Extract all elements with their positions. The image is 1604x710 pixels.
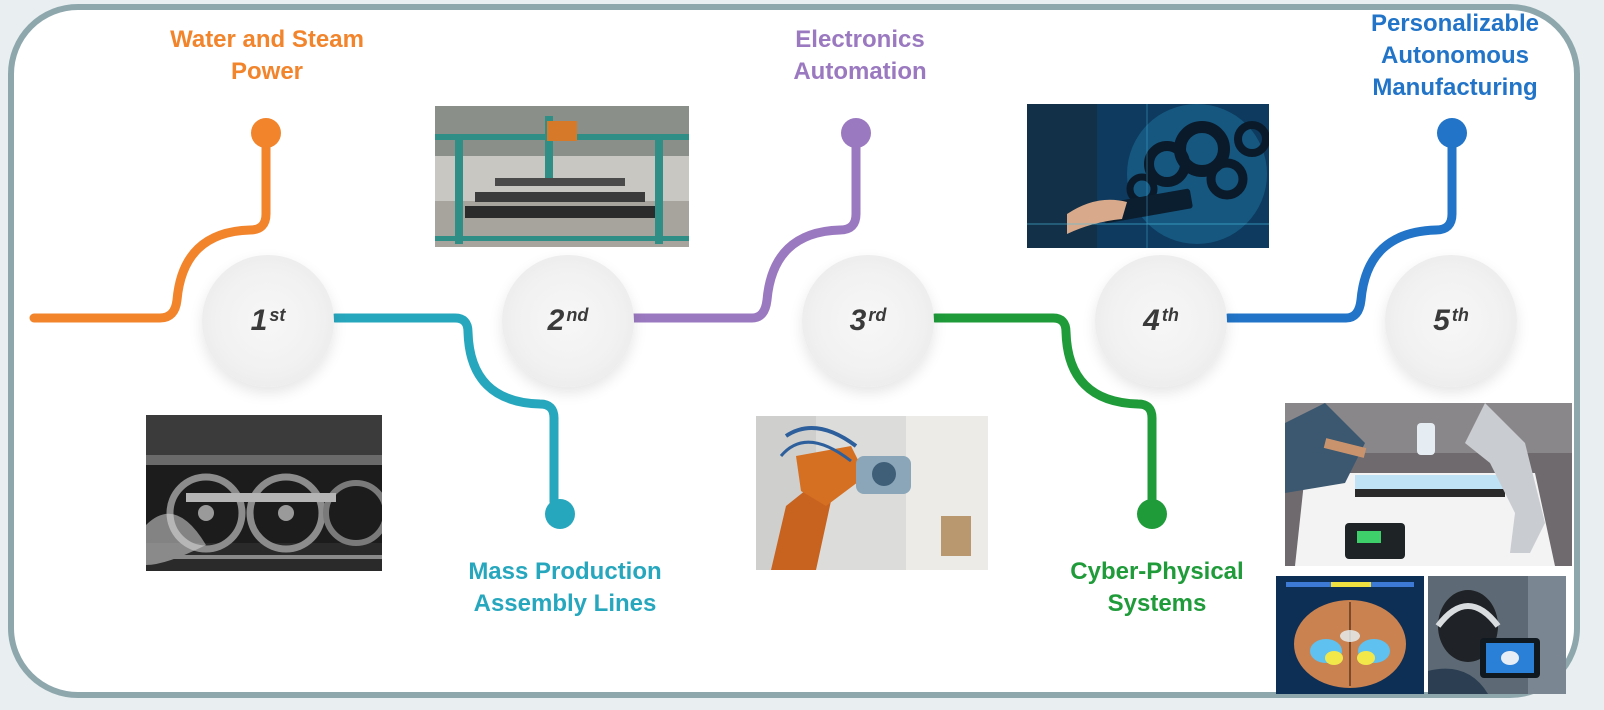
endpoint-dot-3 [841, 118, 871, 148]
revolution-title-1: Water and Steam Power [132, 24, 402, 88]
title-2-line-1: Mass Production [468, 558, 662, 585]
eeg-headset-user-photo [1428, 576, 1566, 694]
title-5-line-2: Autonomous [1381, 42, 1529, 69]
revolution-title-4: Cyber-Physical Systems [1022, 556, 1292, 620]
brain-eeg-map-photo [1276, 576, 1424, 694]
title-1-line-2: Power [230, 58, 304, 85]
endpoint-dot-5 [1437, 118, 1467, 148]
connector-5 [1223, 133, 1457, 323]
title-4-line-1: Cyber-Physical [1070, 558, 1244, 585]
revolution-title-5: Personalizable Autonomous Manufacturing [1320, 8, 1590, 104]
connector-2 [330, 313, 559, 507]
title-5-line-1: Personalizable [1370, 10, 1540, 37]
endpoint-dot-1 [251, 118, 281, 148]
title-3-line-2: Automation [793, 58, 927, 85]
title-4-line-2: Systems [1107, 590, 1207, 617]
steam-locomotive-wheels-photo [146, 415, 382, 571]
title-2-line-2: Assembly Lines [473, 590, 657, 617]
title-5-line-3: Manufacturing [1372, 74, 1538, 101]
endpoint-dot-2 [545, 499, 575, 529]
industrial-robot-arm-photo [756, 416, 988, 570]
assembly-line-factory-photo [435, 106, 689, 247]
revolution-title-2: Mass Production Assembly Lines [430, 556, 700, 620]
title-3-line-1: Electronics [795, 26, 925, 53]
revolution-title-3: Electronics Automation [725, 24, 995, 88]
digital-gears-tablet-photo [1027, 104, 1269, 248]
endpoint-dot-4 [1137, 499, 1167, 529]
connector-4 [930, 313, 1157, 507]
connector-3 [629, 133, 861, 323]
connector-1 [29, 133, 271, 323]
human-robot-collaboration-photo [1285, 403, 1572, 566]
title-1-line-1: Water and Steam [170, 26, 364, 53]
